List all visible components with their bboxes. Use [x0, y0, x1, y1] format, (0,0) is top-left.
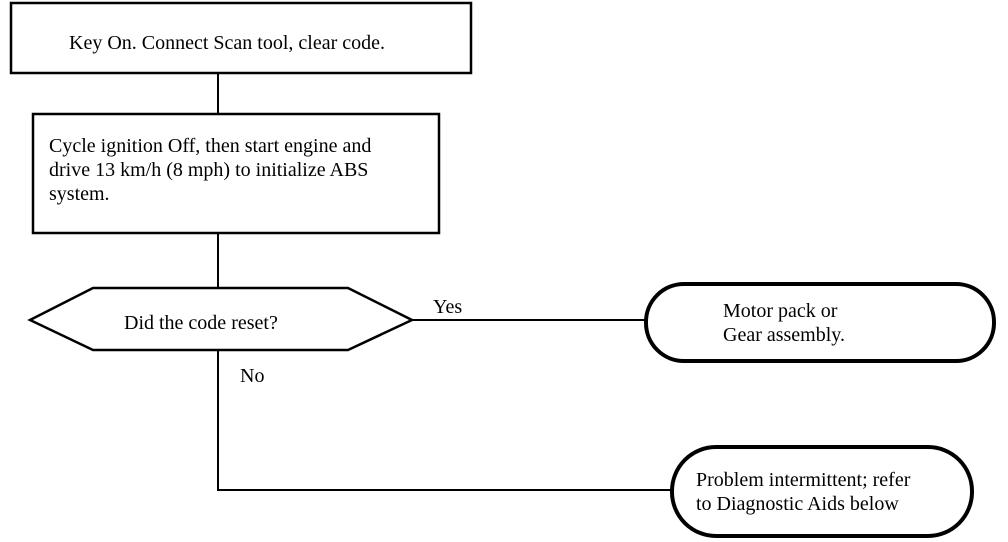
result-yes-terminal [644, 282, 996, 363]
result-no-line: to Diagnostic Aids below [696, 493, 899, 515]
step2-line: drive 13 km/h (8 mph) to initialize ABS [49, 159, 369, 181]
step2-text: Cycle ignition Off, then start engine an… [49, 134, 439, 206]
result-yes-line: Motor pack or [723, 300, 838, 322]
result-no-line: Problem intermittent; refer [696, 469, 911, 491]
result-yes-text: Motor pack or Gear assembly. [723, 299, 923, 347]
step1-box [9, 1, 473, 75]
step2-box [31, 112, 441, 235]
step2-line: Cycle ignition Off, then start engine an… [49, 135, 372, 157]
result-yes-line: Gear assembly. [723, 324, 845, 346]
decision-text: Did the code reset? [124, 312, 278, 334]
step1-text: Key On. Connect Scan tool, clear code. [69, 32, 386, 54]
result-no-terminal [670, 445, 974, 538]
no-label: No [240, 365, 265, 387]
step2-line: system. [49, 183, 110, 205]
result-no-text: Problem intermittent; refer to Diagnosti… [696, 468, 966, 516]
yes-label: Yes [433, 296, 463, 318]
